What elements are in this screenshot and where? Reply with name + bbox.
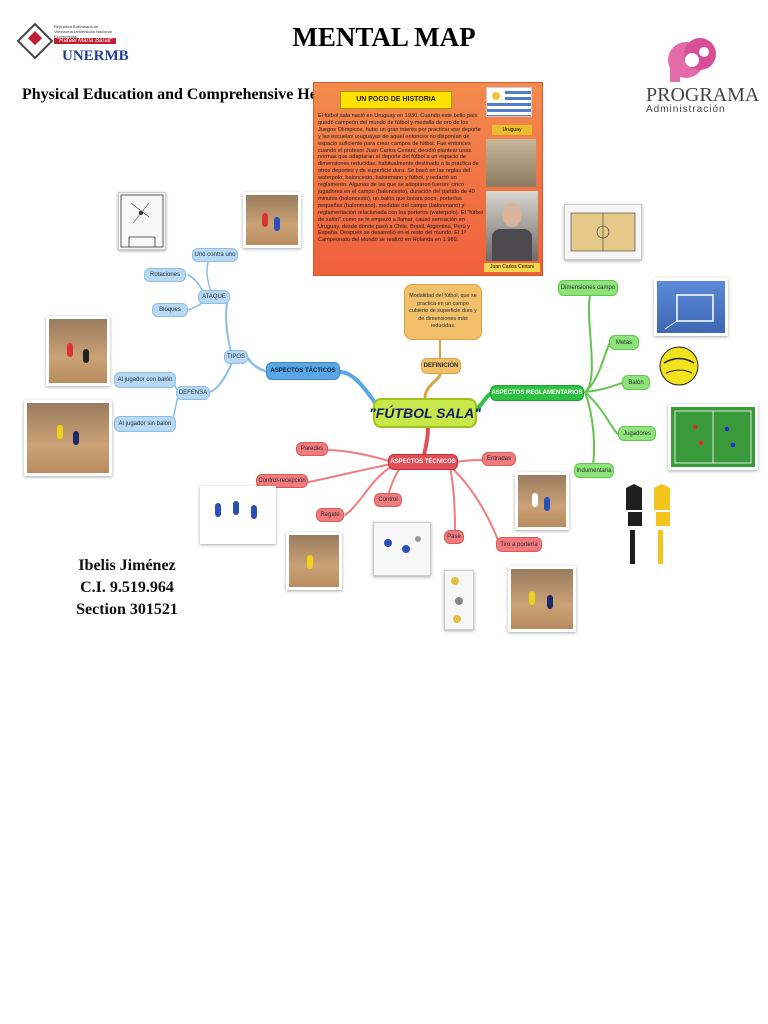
- page-title: MENTAL MAP: [292, 22, 476, 52]
- tecnicos-item-3: Regate: [316, 508, 344, 522]
- tipos-node: TIPOS: [224, 350, 248, 364]
- goal-image: [654, 278, 728, 336]
- programa-logo: PROGRAMA Administración: [640, 30, 759, 120]
- reglamentarios-item-5: Indumentaria: [574, 463, 614, 478]
- tactics-diagram-image: [118, 192, 166, 250]
- tecnicos-item-7: Tiro a portería: [496, 537, 542, 552]
- author-section: Section 301521: [76, 601, 178, 618]
- ataque-photo: [243, 192, 301, 248]
- reglamentarios-item-2: Metas: [609, 335, 639, 350]
- tecnicos-item-2: Control-recepción: [256, 474, 308, 488]
- programa-subtitle: Administración: [646, 104, 726, 115]
- tiro-porteria-photo: [508, 566, 576, 632]
- history-panel: UN POCO DE HISTORIA El fútbol sala nació…: [313, 82, 543, 276]
- reglamentarios-node: ASPECTOS REGLAMENTARIOS: [490, 385, 584, 401]
- ball-icon: [659, 346, 699, 386]
- programa-name: PROGRAMA: [646, 84, 760, 106]
- uniform-icon: [626, 484, 670, 564]
- author-ci: C.I. 9.519.964: [80, 579, 174, 596]
- unermb-red-text: "Rafael María Baralt": [54, 38, 116, 44]
- history-text: El fútbol sala nació en Uruguay en 1930.…: [318, 113, 483, 244]
- tecnicos-item-6: Entradas: [482, 452, 516, 466]
- central-node: "FÚTBOL SALA": [369, 398, 481, 428]
- ataque-item-2: Rotaciones: [144, 268, 186, 282]
- uruguay-flag-icon: [486, 87, 532, 117]
- reglamentarios-item-1: Dimensiones campo: [558, 280, 618, 296]
- programa-mark-icon: [668, 38, 716, 82]
- tecnicos-item-1: Paredes: [296, 442, 328, 456]
- unermb-name: UNERMB: [62, 48, 129, 64]
- ataque-node: ATAQUE: [198, 290, 230, 304]
- ceriani-label: Juan Carlos Ceriani: [484, 263, 540, 272]
- defensa-item-1: Al jugador con balón: [114, 372, 176, 388]
- reglamentarios-item-3: Balón: [622, 375, 650, 390]
- players-field-image: [668, 404, 758, 470]
- control-reception-image: [200, 486, 276, 544]
- pase-image: [444, 570, 474, 630]
- entradas-photo: [515, 472, 569, 530]
- reglamentarios-item-4: Jugadores: [618, 426, 656, 441]
- defensa-photo-1: [46, 316, 110, 386]
- uruguay-label: Uruguay: [492, 125, 532, 135]
- defensa-item-2: Al jugador sin balón: [114, 416, 176, 432]
- tecnicos-node: ASPECTOS TÉCNICOS: [388, 454, 458, 470]
- page-subtitle: Physical Education and Comprehensive Hea…: [22, 86, 344, 103]
- ceriani-photo: [486, 191, 538, 261]
- author-name: Ibelis Jiménez: [78, 557, 176, 574]
- tecnicos-item-4: Control: [374, 493, 402, 507]
- regate-photo: [286, 532, 342, 590]
- tacticos-node: ASPECTOS TÁCTICOS: [266, 362, 340, 380]
- uruguay-team-photo: [486, 139, 536, 187]
- author-block: Ibelis Jiménez C.I. 9.519.964 Section 30…: [70, 555, 184, 621]
- tecnicos-item-5: Pase: [444, 530, 464, 544]
- unermb-logo: República Bolivariana de Venezuela Unive…: [16, 22, 129, 68]
- defensa-node: DEFENSA: [176, 386, 210, 400]
- definition-text: Modalidad del fútbol, que se practica en…: [404, 284, 482, 340]
- ataque-item-1: Uno contra uno: [192, 248, 238, 262]
- field-dimensions-image: [564, 204, 642, 260]
- defensa-photo-2: [24, 400, 112, 476]
- definition-node: DEFINICIÓN: [421, 358, 461, 374]
- history-header: UN POCO DE HISTORIA: [340, 91, 452, 109]
- ataque-item-3: Bloques: [152, 303, 188, 317]
- control-image: [373, 522, 431, 576]
- unermb-small-text: República Bolivariana de Venezuela Unive…: [54, 24, 112, 39]
